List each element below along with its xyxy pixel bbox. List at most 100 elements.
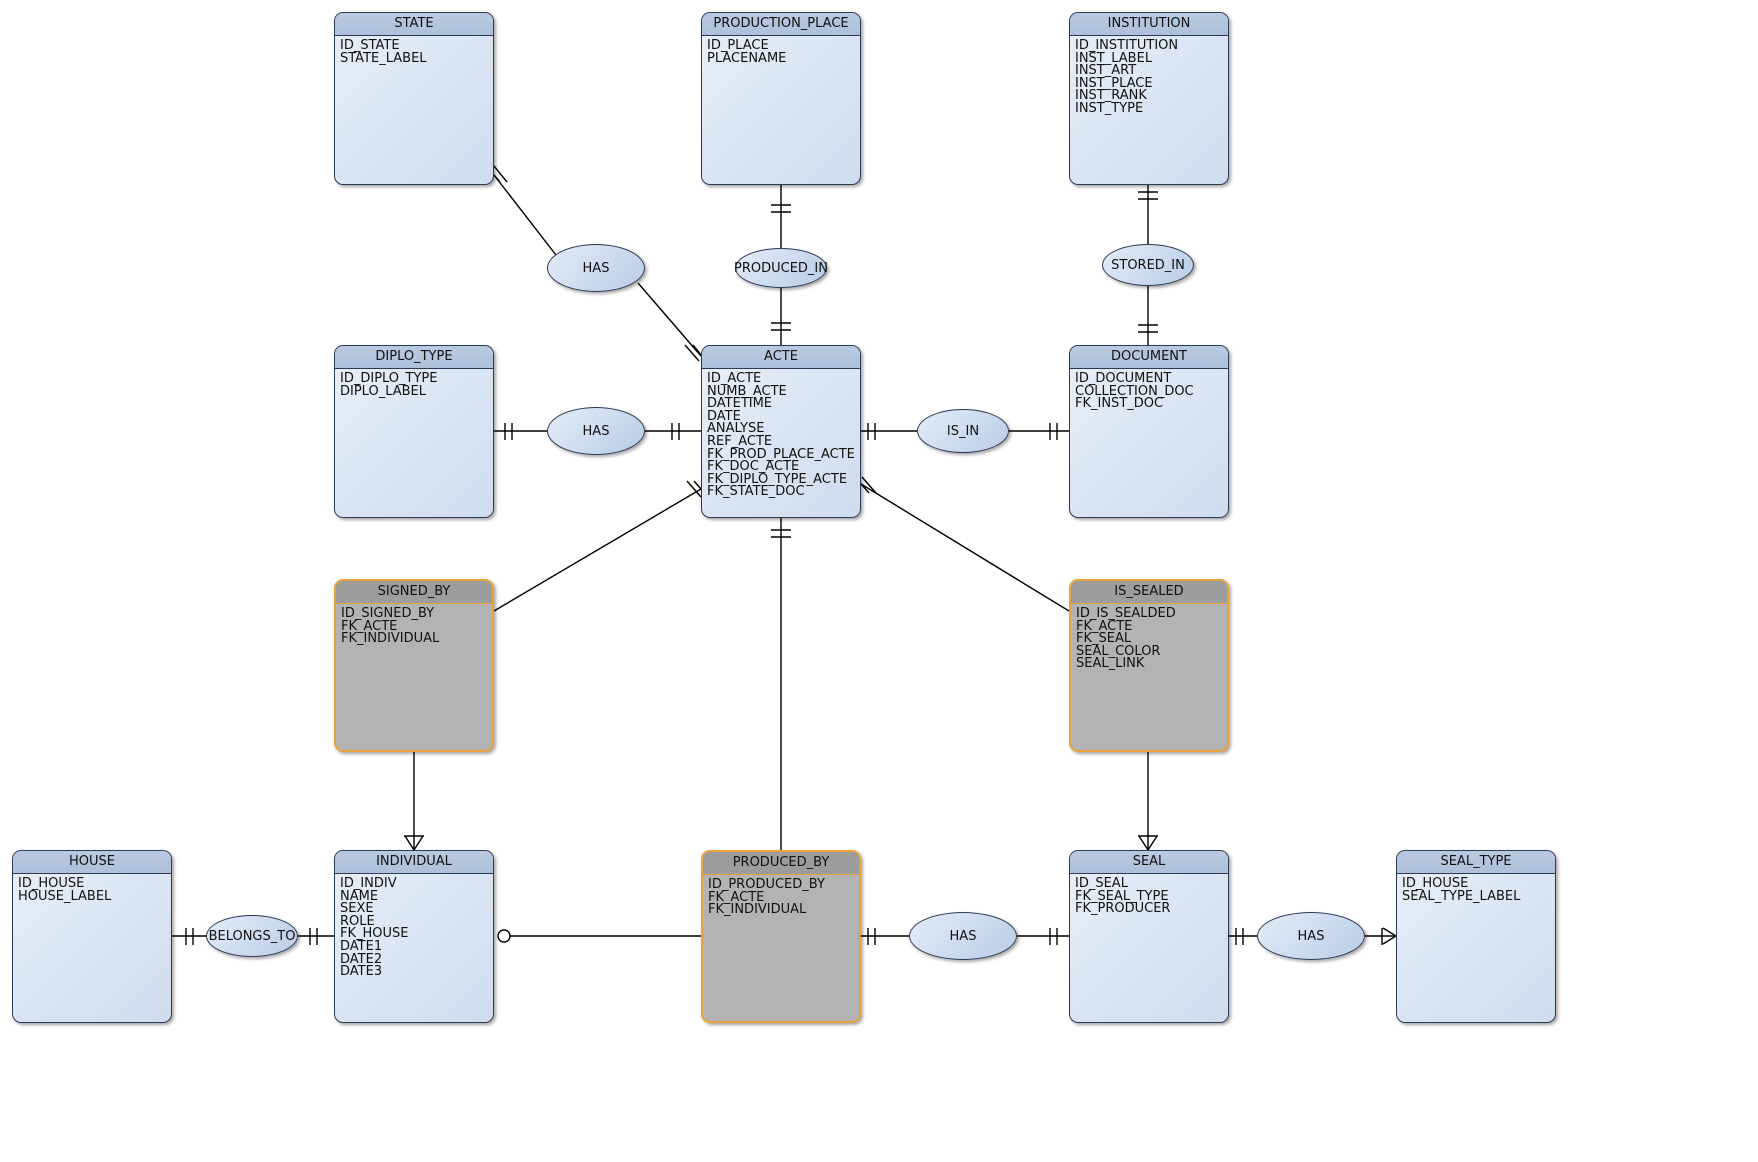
relationship-label: HAS — [582, 423, 610, 439]
tick-signedby-1 — [686, 480, 702, 498]
field-row: ID_SEAL — [1075, 876, 1128, 891]
relationship-rel_produced_in[interactable]: PRODUCED_IN — [734, 248, 828, 288]
field-row: ID_DOCUMENT — [1075, 371, 1172, 386]
field-row: ID_STATE — [340, 38, 400, 53]
relationship-rel_has_seal[interactable]: HAS — [1257, 912, 1365, 960]
field-row: DATE — [707, 408, 741, 424]
relationship-rel_has_diplo[interactable]: HAS — [547, 407, 645, 455]
field-row: HOUSE_LABEL — [18, 888, 112, 904]
field-row: INST_ART — [1075, 63, 1137, 79]
field-row: FK_SEAL — [1076, 631, 1132, 647]
field-row: FK_ACTE — [708, 889, 765, 905]
field-row: FK_DOC_ACTE — [707, 459, 800, 475]
entity-title-institution: INSTITUTION — [1070, 13, 1228, 36]
relationship-rel_has_prod[interactable]: HAS — [909, 912, 1017, 960]
field-row: ID_PRODUCED_BY — [708, 877, 825, 892]
tick-state-2 — [493, 165, 508, 183]
field-row: SEAL_TYPE_LABEL — [1402, 888, 1521, 904]
link-state-has — [493, 174, 557, 256]
relationship-rel_stored_in[interactable]: STORED_IN — [1102, 244, 1194, 286]
field-row: NUMB_ACTE — [707, 383, 787, 399]
field-row: FK_INST_DOC — [1075, 396, 1164, 412]
field-row: COLLECTION_DOC — [1075, 383, 1194, 399]
field-row: ANALYSE — [707, 421, 765, 437]
field-row: ROLE — [340, 913, 375, 929]
field-row: ID_HOUSE — [1402, 876, 1469, 891]
relationship-label: HAS — [949, 928, 977, 944]
field-row: FK_INDIVIDUAL — [708, 902, 807, 918]
field-row: DATE2 — [340, 951, 383, 967]
field-row: FK_ACTE — [341, 618, 398, 634]
link-acte-signedby — [493, 488, 702, 612]
tick-acte-diag-1 — [684, 344, 700, 362]
field-row: ID_SIGNED_BY — [341, 606, 435, 621]
relationship-label: IS_IN — [946, 423, 980, 439]
field-row: DIPLO_LABEL — [340, 383, 427, 399]
relationship-rel_belongs_to[interactable]: BELONGS_TO — [206, 915, 298, 957]
field-row: FK_HOUSE — [340, 926, 409, 942]
relationship-label: BELONGS_TO — [208, 928, 296, 944]
entity-title-document: DOCUMENT — [1070, 346, 1228, 369]
entity-title-seal: SEAL — [1070, 851, 1228, 874]
entity-title-individual: INDIVIDUAL — [335, 851, 493, 874]
field-row: REF_ACTE — [707, 433, 773, 449]
crowfoot-seal-top — [1138, 835, 1158, 851]
field-row: STATE_LABEL — [340, 50, 427, 66]
field-row: FK_INDIVIDUAL — [341, 631, 440, 647]
field-row: NAME — [340, 888, 379, 904]
field-row: DATETIME — [707, 396, 773, 412]
entity-title-diplo_type: DIPLO_TYPE — [335, 346, 493, 369]
crowfoot-sealtype — [1382, 927, 1397, 945]
link-has-acte-diag — [637, 282, 702, 357]
field-row: FK_SEAL_TYPE — [1075, 888, 1169, 904]
field-row: ID_ACTE — [707, 371, 762, 386]
relationship-rel_is_in[interactable]: IS_IN — [917, 409, 1009, 453]
relationship-rel_has_state[interactable]: HAS — [547, 244, 645, 292]
field-row: ID_INSTITUTION — [1075, 38, 1179, 53]
entity-title-acte: ACTE — [702, 346, 860, 369]
entity-title-signed_by: SIGNED_BY — [336, 581, 492, 604]
field-row: ID_HOUSE — [18, 876, 85, 891]
entity-title-seal_type: SEAL_TYPE — [1397, 851, 1555, 874]
field-row: INST_LABEL — [1075, 50, 1153, 66]
field-row: SEAL_LINK — [1076, 656, 1145, 672]
relationship-label: PRODUCED_IN — [734, 260, 828, 276]
field-row: DATE3 — [340, 964, 383, 980]
relationship-label: HAS — [582, 260, 610, 276]
entity-title-house: HOUSE — [13, 851, 171, 874]
relationship-label: STORED_IN — [1111, 257, 1185, 273]
field-row: SEXE — [340, 901, 374, 917]
field-row: FK_PRODUCER — [1075, 901, 1171, 917]
field-row: FK_DIPLO_TYPE_ACTE — [707, 471, 848, 487]
entity-title-production_place: PRODUCTION_PLACE — [702, 13, 860, 36]
field-row: FK_ACTE — [1076, 618, 1133, 634]
field-row: FK_STATE_DOC — [707, 484, 805, 500]
field-row: PLACENAME — [707, 50, 787, 66]
link-acte-issealed — [860, 483, 1070, 612]
field-row: ID_PLACE — [707, 38, 769, 53]
